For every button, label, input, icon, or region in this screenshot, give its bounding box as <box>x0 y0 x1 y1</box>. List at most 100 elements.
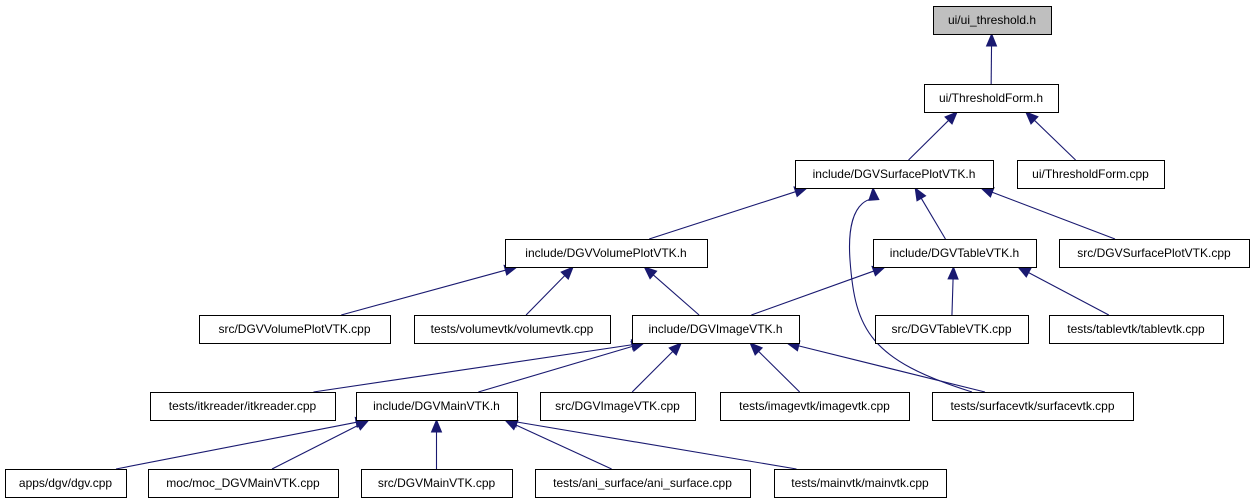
file-node-label: src/DGVVolumePlotVTK.cpp <box>218 322 370 336</box>
edge-line <box>908 120 949 161</box>
file-node-tests-ani-surface-ani-surface-cpp[interactable]: tests/ani_surface/ani_surface.cpp <box>535 469 751 498</box>
file-node-ui-thresholdform-h[interactable]: ui/ThresholdForm.h <box>924 84 1059 113</box>
file-node-box <box>361 469 513 498</box>
file-node-box <box>505 239 708 268</box>
edge-line <box>849 198 973 393</box>
file-node-box <box>199 315 391 344</box>
file-node-box <box>356 392 518 421</box>
file-node-box <box>150 392 336 421</box>
arrowhead <box>1024 111 1039 125</box>
file-node-label: ui/ui_threshold.h <box>948 13 1036 27</box>
file-node-tests-mainvtk-mainvtk-cpp[interactable]: tests/mainvtk/mainvtk.cpp <box>774 469 947 498</box>
file-node-box <box>933 6 1052 35</box>
edge-line <box>478 345 633 393</box>
file-node-label: tests/volumevtk/volumevtk.cpp <box>431 322 594 336</box>
file-node-tests-itkreader-itkreader-cpp[interactable]: tests/itkreader/itkreader.cpp <box>150 392 336 421</box>
file-node-label: src/DGVTableVTK.cpp <box>891 322 1011 336</box>
file-node-label: src/DGVImageVTK.cpp <box>555 399 680 413</box>
file-node-label: ui/ThresholdForm.h <box>939 91 1043 105</box>
file-node-src-dgvsurfaceplotvtk-cpp[interactable]: src/DGVSurfacePlotVTK.cpp <box>1059 239 1250 268</box>
file-node-moc-moc-dgvmainvtk-cpp[interactable]: moc/moc_DGVMainVTK.cpp <box>148 469 339 498</box>
edge-n6-to-n2 <box>979 187 1116 240</box>
edge-line <box>649 191 796 240</box>
edge-n11-to-n5 <box>1016 266 1110 316</box>
edge-n19-to-n13 <box>430 418 443 469</box>
file-node-ui-ui-threshold-h[interactable]: ui/ui_threshold.h <box>933 6 1052 35</box>
edge-line <box>525 275 566 316</box>
file-node-box <box>720 392 910 421</box>
file-node-include-dgvsurfaceplotvtk-h[interactable]: include/DGVSurfacePlotVTK.h <box>795 160 994 189</box>
file-node-src-dgvvolumeplotvtk-cpp[interactable]: src/DGVVolumePlotVTK.cpp <box>199 315 391 344</box>
edge-n10-to-n5 <box>947 265 959 316</box>
file-node-box <box>414 315 611 344</box>
file-node-tests-imagevtk-imagevtk-cpp[interactable]: tests/imagevtk/imagevtk.cpp <box>720 392 910 421</box>
file-node-box <box>540 392 696 421</box>
edge-n8-to-n4 <box>525 266 575 316</box>
file-node-label: tests/itkreader/itkreader.cpp <box>169 399 317 413</box>
file-node-label: include/DGVSurfacePlotVTK.h <box>813 167 976 181</box>
node-layer: ui/ui_threshold.h ui/ThresholdForm.h inclu… <box>5 6 1250 498</box>
file-node-include-dgvmainvtk-h[interactable]: include/DGVMainVTK.h <box>356 392 518 421</box>
file-node-ui-thresholdform-cpp[interactable]: ui/ThresholdForm.cpp <box>1017 160 1165 189</box>
file-node-src-dgvimagevtk-cpp[interactable]: src/DGVImageVTK.cpp <box>540 392 696 421</box>
file-node-label: include/DGVTableVTK.h <box>890 246 1019 260</box>
edge-n7-to-n4 <box>341 264 519 316</box>
file-node-include-dgvtablevtk-h[interactable]: include/DGVTableVTK.h <box>873 239 1037 268</box>
file-node-box <box>1059 239 1250 268</box>
file-node-apps-dgv-dgv-cpp[interactable]: apps/dgv/dgv.cpp <box>5 469 127 498</box>
edge-n16-to-n2 <box>849 186 973 393</box>
file-node-box <box>535 469 751 498</box>
file-node-label: include/DGVImageVTK.h <box>648 322 782 336</box>
edge-line <box>758 351 801 393</box>
arrowhead <box>749 342 764 356</box>
file-node-box <box>5 469 127 498</box>
arrowhead <box>560 266 575 280</box>
file-node-include-dgvvolumeplotvtk-h[interactable]: include/DGVVolumePlotVTK.h <box>505 239 708 268</box>
file-node-box <box>148 469 339 498</box>
arrowhead <box>944 111 958 125</box>
file-node-label: include/DGVMainVTK.h <box>373 399 500 413</box>
arrowhead <box>643 266 658 280</box>
file-node-box <box>924 84 1059 113</box>
edge-line <box>516 421 797 470</box>
arrowhead <box>914 186 927 202</box>
edge-line <box>798 345 986 393</box>
file-node-include-dgvimagevtk-h[interactable]: include/DGVImageVTK.h <box>632 315 800 344</box>
file-node-label: tests/tablevtk/tablevtk.cpp <box>1067 322 1205 336</box>
edge-line <box>515 424 612 470</box>
edge-n14-to-n9 <box>631 342 683 393</box>
file-node-label: apps/dgv/dgv.cpp <box>19 476 113 490</box>
arrowhead <box>355 419 370 431</box>
edge-line <box>951 278 954 316</box>
arrowhead <box>668 342 683 356</box>
file-node-label: moc/moc_DGVMainVTK.cpp <box>166 476 320 490</box>
file-node-box <box>795 160 994 189</box>
file-node-box <box>873 239 1037 268</box>
arrowhead <box>947 265 959 280</box>
edge-n4-to-n2 <box>649 186 809 240</box>
edge-line <box>751 270 874 316</box>
file-node-box <box>632 315 800 344</box>
file-node-label: tests/mainvtk/mainvtk.cpp <box>791 476 929 490</box>
edge-line <box>992 191 1116 240</box>
file-node-src-dgvmainvtk-cpp[interactable]: src/DGVMainVTK.cpp <box>361 469 513 498</box>
edge-n18-to-n13 <box>271 419 370 470</box>
edge-line <box>652 274 700 316</box>
edge-line <box>920 198 946 240</box>
edge-n17-to-n13 <box>115 416 370 470</box>
edge-n16-to-n9 <box>785 340 986 393</box>
file-node-tests-surfacevtk-surfacevtk-cpp[interactable]: tests/surfacevtk/surfacevtk.cpp <box>932 392 1134 421</box>
file-node-label: tests/surfacevtk/surfacevtk.cpp <box>950 399 1114 413</box>
file-node-label: include/DGVVolumePlotVTK.h <box>525 246 686 260</box>
edge-n21-to-n13 <box>503 416 797 470</box>
edge-line <box>313 344 633 393</box>
edge-line <box>341 269 506 316</box>
file-node-tests-volumevtk-volumevtk-cpp[interactable]: tests/volumevtk/volumevtk.cpp <box>414 315 611 344</box>
file-node-src-dgvtablevtk-cpp[interactable]: src/DGVTableVTK.cpp <box>875 315 1029 344</box>
file-node-label: src/DGVSurfacePlotVTK.cpp <box>1077 246 1231 260</box>
edge-n9-to-n4 <box>643 266 700 316</box>
edge-line <box>1028 272 1110 316</box>
arrowhead <box>1016 266 1032 278</box>
file-node-tests-tablevtk-tablevtk-cpp[interactable]: tests/tablevtk/tablevtk.cpp <box>1049 315 1224 344</box>
